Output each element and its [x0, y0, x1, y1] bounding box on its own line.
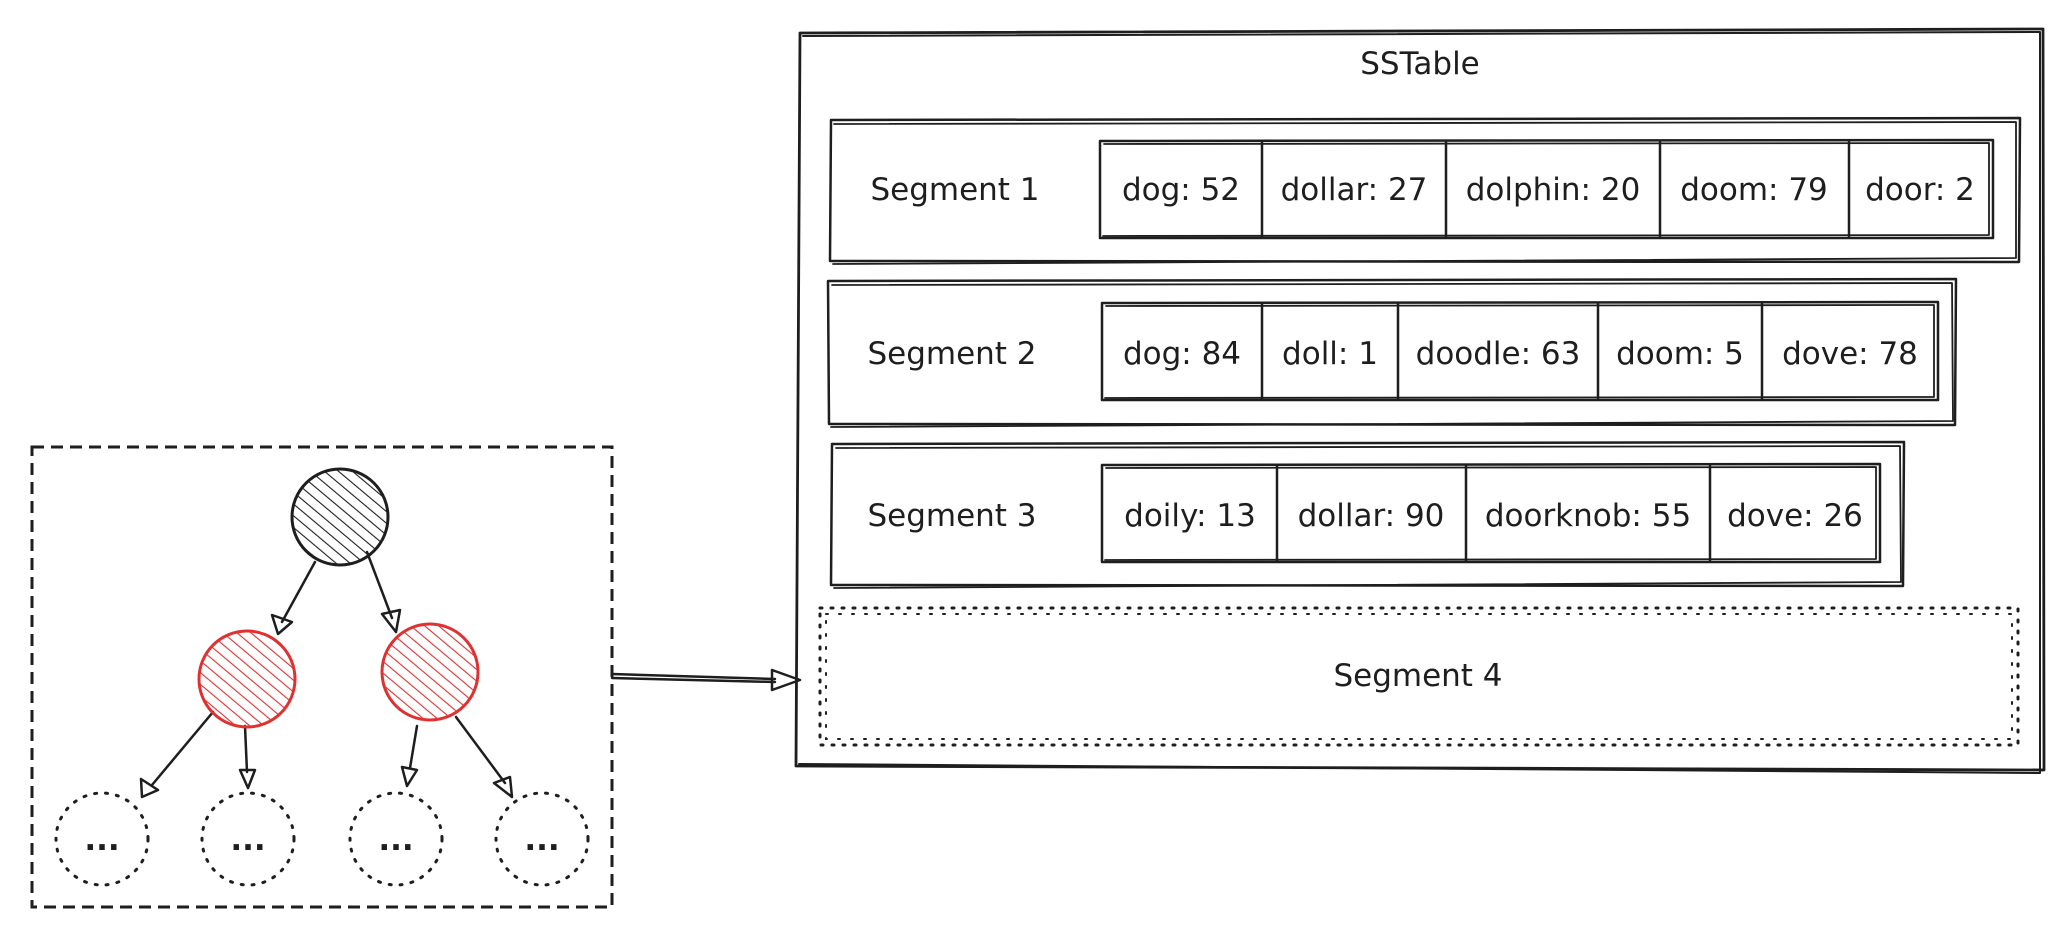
tree-leaf-node-2: ... [200, 791, 296, 887]
entry-cell: doll: 1 [1282, 336, 1378, 372]
leaf-label: ... [230, 822, 265, 858]
entry-cell: dollar: 27 [1281, 172, 1428, 208]
segment-4: Segment 4 [818, 606, 2020, 747]
entry-cell: doorknob: 55 [1485, 498, 1691, 534]
entry-cell: dog: 84 [1123, 336, 1241, 372]
tree-edges [139, 550, 514, 799]
tree-child-node-left [197, 629, 297, 729]
segment-label: Segment 4 [1333, 658, 1502, 694]
entry-cell: doom: 5 [1616, 336, 1744, 372]
entry-cell: dog: 52 [1122, 172, 1240, 208]
edge-right-leaf3 [408, 724, 419, 770]
leaf-label: ... [378, 822, 413, 858]
entry-cell: dolphin: 20 [1466, 172, 1641, 208]
entry-cell: dollar: 90 [1298, 498, 1445, 534]
entry-cell: door: 2 [1865, 172, 1975, 208]
entry-cell: dove: 78 [1782, 336, 1918, 372]
entry-cell: dove: 26 [1727, 498, 1863, 534]
segment-1: Segment 1 dog: 52 dollar: 27 dolphin: 20… [828, 116, 2022, 265]
tree-leaf-node-3: ... [348, 791, 444, 887]
tree-root-node [290, 467, 390, 567]
entry-cell: doily: 13 [1124, 498, 1256, 534]
edge-root-right [365, 550, 394, 620]
segment-label: Segment 2 [867, 336, 1036, 372]
tree-child-node-right [380, 622, 480, 722]
edge-left-leaf1 [150, 710, 215, 787]
leaf-label: ... [84, 822, 119, 858]
tree-leaf-node-1: ... [54, 791, 150, 887]
entry-cell: doodle: 63 [1416, 336, 1581, 372]
flush-arrow [610, 668, 802, 692]
segment-entries: dog: 52 dollar: 27 dolphin: 20 doom: 79 … [1098, 138, 1995, 240]
segment-label: Segment 1 [870, 172, 1039, 208]
edge-right-leaf3-head [400, 765, 419, 788]
edge-left-leaf2-head [238, 768, 257, 790]
edge-left-leaf1-head [139, 777, 160, 799]
sstable-box [794, 27, 2046, 774]
leaf-label: ... [524, 822, 559, 858]
sstable-title: SSTable [1360, 46, 1480, 82]
edge-right-leaf4-head [492, 775, 514, 799]
segment-2: Segment 2 dog: 84 doll: 1 doodle: 63 doo… [826, 277, 1958, 428]
segment-entries: doily: 13 dollar: 90 doorknob: 55 dove: … [1100, 462, 1882, 564]
edge-left-leaf2 [243, 724, 249, 774]
entry-cell: doom: 79 [1680, 172, 1828, 208]
edge-root-right-head [380, 608, 402, 634]
tree-leaf-node-4: ... [494, 791, 590, 887]
segment-label: Segment 3 [867, 498, 1036, 534]
edge-root-left [280, 560, 317, 624]
edge-right-leaf4 [454, 715, 507, 785]
segment-entries: dog: 84 doll: 1 doodle: 63 doom: 5 dove:… [1100, 300, 1940, 402]
segment-3: Segment 3 doily: 13 dollar: 90 doorknob:… [829, 440, 1906, 589]
edge-root-left-head [270, 613, 294, 636]
